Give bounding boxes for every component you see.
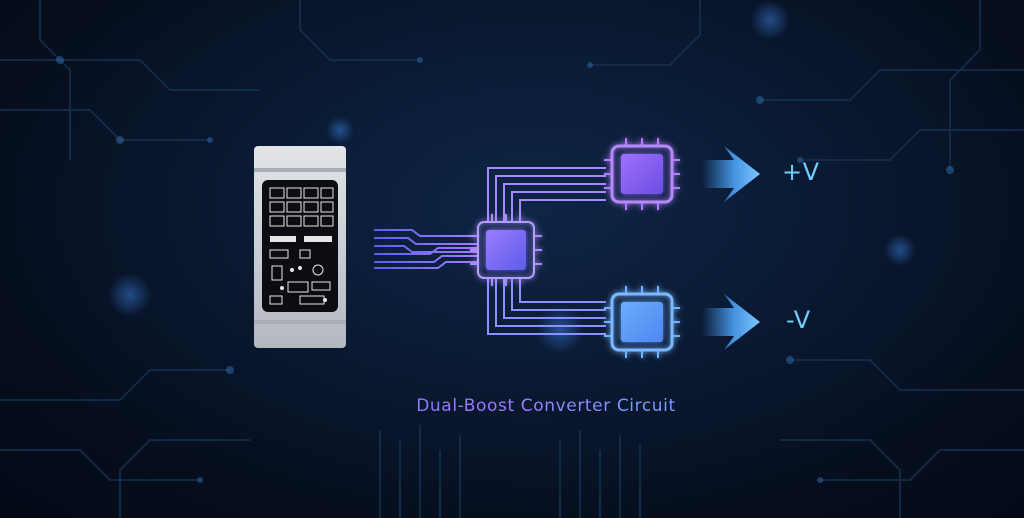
input-traces <box>374 229 478 269</box>
negative-traces <box>487 278 606 335</box>
chip-icon <box>470 214 542 286</box>
arrow-right-icon <box>702 294 760 350</box>
positive-traces <box>487 167 606 222</box>
chip-icon <box>604 138 680 210</box>
arrow-right-icon <box>702 146 760 202</box>
positive-output-label: +V <box>782 158 820 186</box>
circuit-module-icon <box>254 146 346 348</box>
diagram-caption: Dual-Boost Converter Circuit <box>0 396 1024 416</box>
negative-output-label: -V <box>786 306 811 334</box>
chip-icon <box>604 286 680 358</box>
